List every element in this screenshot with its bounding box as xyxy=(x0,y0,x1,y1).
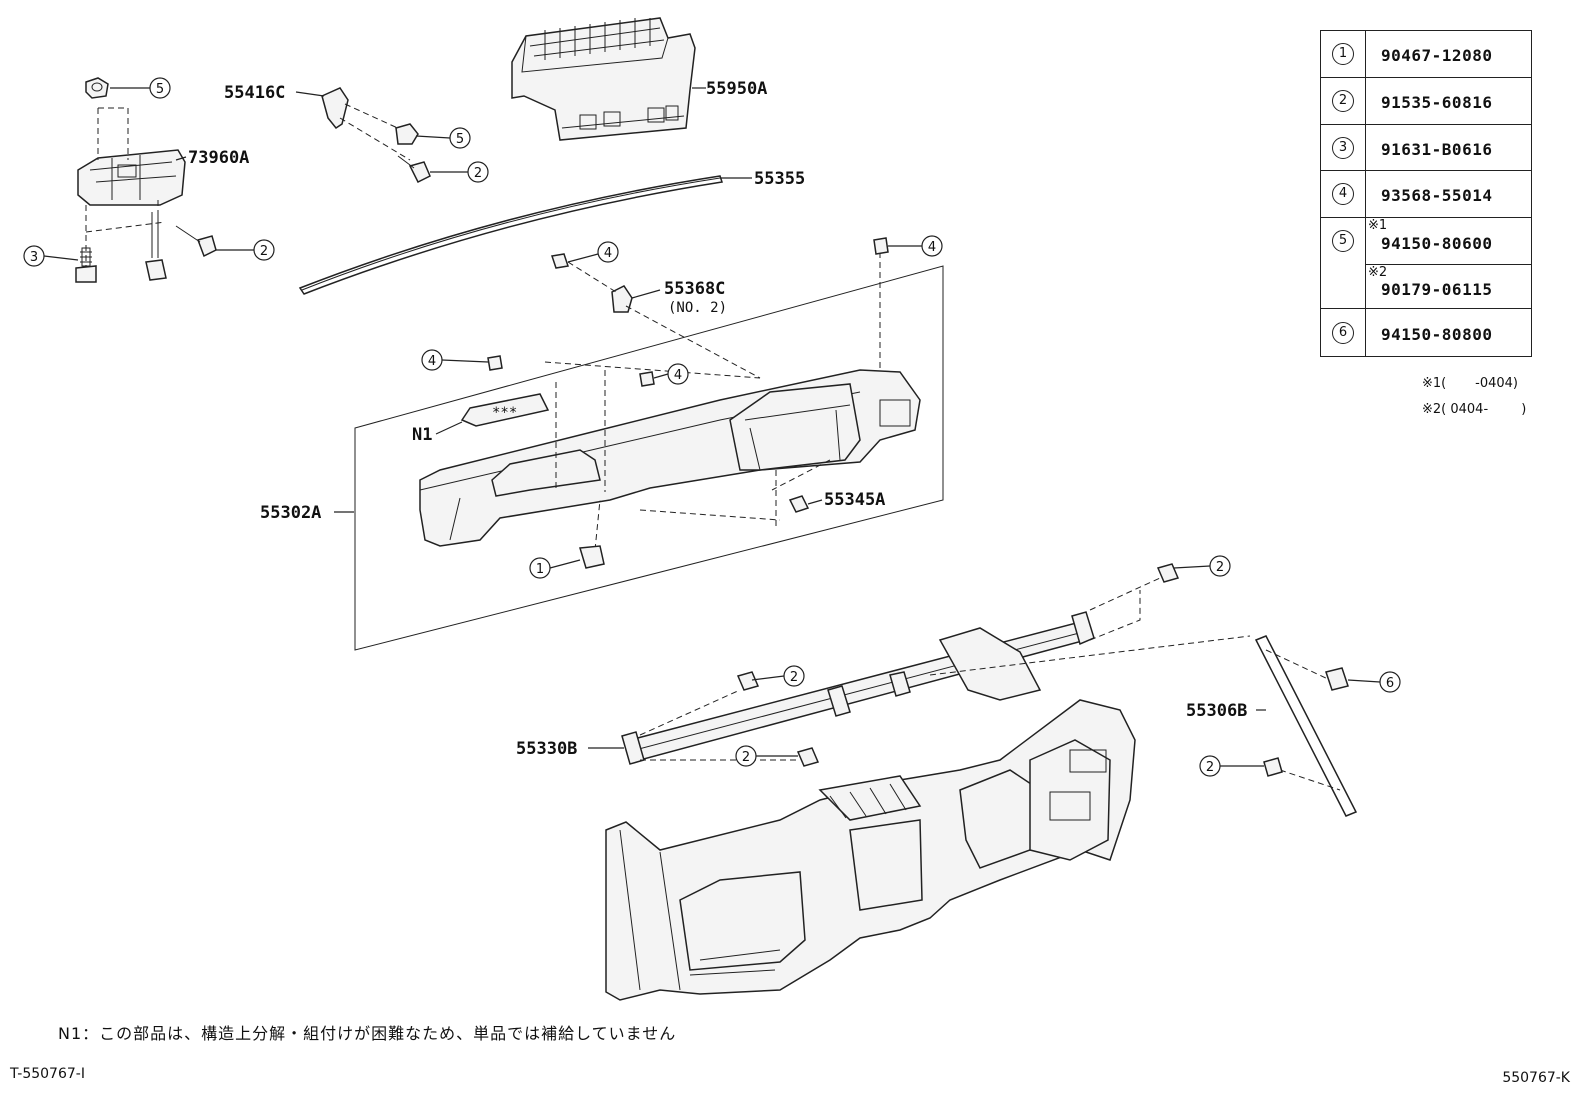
legend-part-3: 91631-B0616 xyxy=(1381,140,1493,159)
legend-row-2: 2 91535-60816 xyxy=(1321,77,1531,124)
circle-2-brace: 2 xyxy=(1199,755,1221,777)
circle-callouts: 5 2 3 5 2 4 4 4 4 1 2 2 2 6 2 xyxy=(23,77,1401,777)
svg-text:2: 2 xyxy=(260,244,268,259)
label-55330b: 55330B xyxy=(516,739,577,759)
svg-text:6: 6 xyxy=(1386,676,1394,691)
svg-text:4: 4 xyxy=(604,246,612,261)
circle-5-top: 5 xyxy=(149,77,171,99)
part-55302a-panel: *** xyxy=(354,237,944,651)
legend-row-1: 1 90467-12080 xyxy=(1321,31,1531,77)
label-73960a: 73960A xyxy=(188,148,249,168)
circle-2-clip: 2 xyxy=(253,239,275,261)
legend-mark-1: ※1 xyxy=(1368,218,1388,233)
label-55416c: 55416C xyxy=(224,83,285,103)
svg-text:2: 2 xyxy=(790,670,798,685)
part-55330b-bar xyxy=(621,563,1251,767)
svg-text:***: *** xyxy=(492,405,517,421)
part-55416c-bracket xyxy=(321,87,431,184)
footnote-n1: N1：この部品は、構造上分解・組付けが困難なため、単品では補給していません xyxy=(58,1024,677,1043)
svg-text:4: 4 xyxy=(928,240,936,255)
part-55306b-brace xyxy=(1254,635,1358,817)
label-55368c: 55368C xyxy=(664,279,725,299)
legend-row-5: 5 ※1 94150-80600 ※2 90179-06115 xyxy=(1321,217,1531,308)
note-mark-1: ※1( -0404) xyxy=(1422,376,1519,391)
circle-5-bracket: 5 xyxy=(449,127,471,149)
diagram-code-left: T-550767-I xyxy=(10,1066,85,1082)
label-55306b: 55306B xyxy=(1186,701,1247,721)
svg-text:4: 4 xyxy=(674,368,682,383)
circle-2-bar-top: 2 xyxy=(783,665,805,687)
part-55355-strip xyxy=(298,175,723,295)
legend-part-4: 93568-55014 xyxy=(1381,186,1493,205)
label-55950a: 55950A xyxy=(706,79,767,99)
legend-num-1: 1 xyxy=(1332,43,1354,65)
part-73960a-clip xyxy=(75,77,217,283)
part-instrument-panel xyxy=(605,699,1136,1001)
diagram-code-right: 550767-K xyxy=(1502,1070,1570,1086)
legend-part-5b: 90179-06115 xyxy=(1381,280,1493,299)
part-55950a-duct xyxy=(511,17,696,141)
svg-text:1: 1 xyxy=(536,562,544,577)
legend-part-1: 90467-12080 xyxy=(1381,46,1493,65)
legend-row-5-divider xyxy=(1366,264,1531,265)
circle-1-clip: 1 xyxy=(529,557,551,579)
label-55302a: 55302A xyxy=(260,503,321,523)
legend-row-6: 6 94150-80800 xyxy=(1321,308,1531,356)
circle-4-d: 4 xyxy=(667,363,689,385)
circle-4-a: 4 xyxy=(597,241,619,263)
part-labels: 55416C 55950A 73960A 55355 55368C (NO. 2… xyxy=(188,79,1247,759)
label-55355: 55355 xyxy=(754,169,805,189)
note-mark-2: ※2( 0404- ) xyxy=(1422,402,1527,417)
legend-part-2: 91535-60816 xyxy=(1381,93,1493,112)
legend-num-3: 3 xyxy=(1332,137,1354,159)
label-55368c-sub: (NO. 2) xyxy=(668,300,727,316)
circle-2-bracket: 2 xyxy=(467,161,489,183)
svg-text:5: 5 xyxy=(156,82,164,97)
legend-part-5a: 94150-80600 xyxy=(1381,234,1493,253)
circle-2-bar-bottom: 2 xyxy=(735,745,757,767)
svg-text:2: 2 xyxy=(1216,560,1224,575)
legend-num-6: 6 xyxy=(1332,322,1354,344)
circle-4-c: 4 xyxy=(421,349,443,371)
svg-text:4: 4 xyxy=(428,354,436,369)
circle-3-screw: 3 xyxy=(23,245,45,267)
svg-text:5: 5 xyxy=(456,132,464,147)
legend-row-3: 3 91631-B0616 xyxy=(1321,124,1531,170)
legend-row-4: 4 93568-55014 xyxy=(1321,170,1531,217)
legend-mark-2: ※2 xyxy=(1368,265,1388,280)
circle-2-bar-right: 2 xyxy=(1209,555,1231,577)
svg-text:2: 2 xyxy=(1206,760,1214,775)
svg-text:3: 3 xyxy=(30,250,38,265)
legend-part-6: 94150-80800 xyxy=(1381,325,1493,344)
circle-6-brace: 6 xyxy=(1379,671,1401,693)
svg-text:2: 2 xyxy=(742,750,750,765)
legend-num-5: 5 xyxy=(1332,230,1354,252)
parts-legend-table: 1 90467-12080 2 91535-60816 3 91631-B061… xyxy=(1320,30,1532,357)
leader-lines xyxy=(43,87,1381,767)
svg-text:2: 2 xyxy=(474,166,482,181)
label-55345a: 55345A xyxy=(824,490,885,510)
label-n1: N1 xyxy=(412,425,432,445)
legend-num-4: 4 xyxy=(1332,183,1354,205)
circle-4-b: 4 xyxy=(921,235,943,257)
legend-num-2: 2 xyxy=(1332,90,1354,112)
